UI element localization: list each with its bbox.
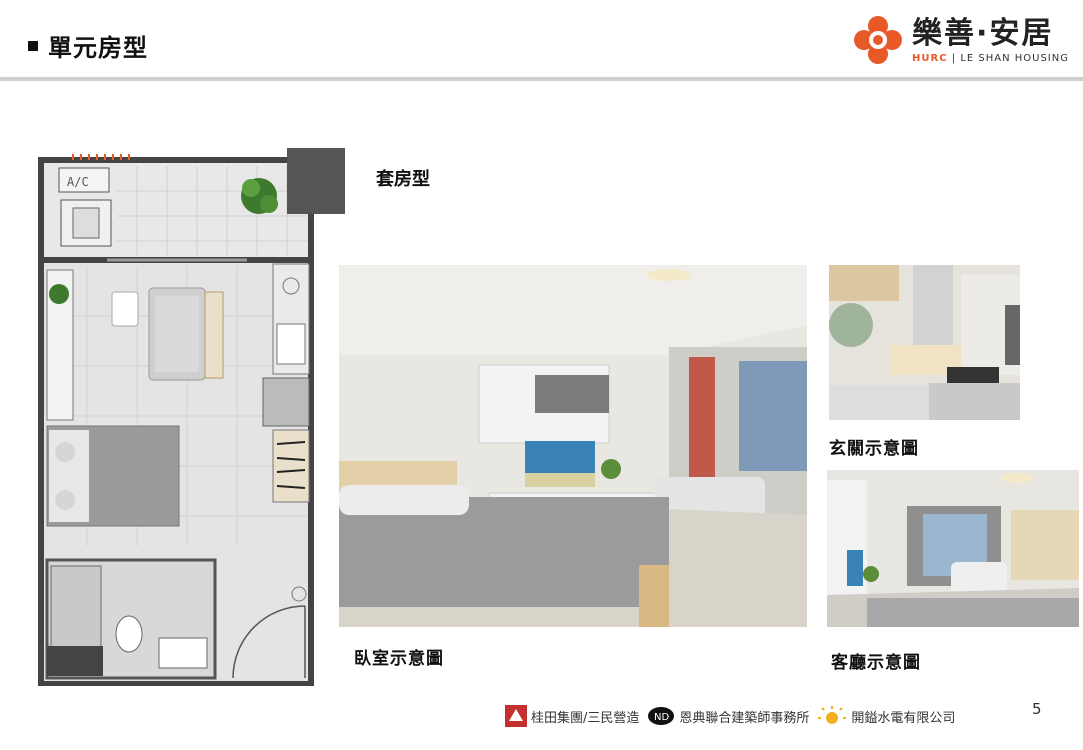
sun-logo-icon: [818, 706, 847, 724]
header-divider: [0, 77, 1083, 81]
credit-3: 開鎰水電有限公司: [817, 705, 955, 727]
logo-brand: HURC: [912, 52, 948, 64]
living-render-image: [827, 470, 1079, 627]
logo-english-text: HURC | LE SHAN HOUSING: [912, 53, 1069, 64]
bullet-square-icon: [28, 40, 38, 51]
entrance-render-image: [829, 265, 1020, 420]
svg-text:ND: ND: [654, 712, 669, 723]
bedroom-render-image: [339, 265, 807, 627]
floor-plan-image: A/C: [38, 148, 345, 686]
credit-3-text: 開鎰水電有限公司: [851, 710, 956, 726]
unit-type-title: 套房型: [376, 169, 430, 190]
credit-1: 桂田集團/三民營造: [505, 705, 639, 727]
logo-tagline: | LE SHAN HOUSING: [951, 52, 1069, 64]
footer-credits: 桂田集團/三民營造 ND 恩典聯合建築師事務所 開鎰水電有限公司: [505, 705, 963, 727]
page-title: 單元房型: [48, 34, 148, 62]
living-caption: 客廳示意圖: [831, 653, 921, 673]
logo-chinese-text: 樂善·安居: [912, 15, 1054, 51]
hurc-logo-icon: [854, 16, 903, 64]
guitian-logo-icon: [505, 705, 527, 727]
credit-1-text: 桂田集團/三民營造: [531, 710, 640, 726]
title-block: 單元房型: [28, 28, 148, 63]
bedroom-caption: 臥室示意圖: [354, 649, 444, 669]
logo: 樂善·安居 HURC | LE SHAN HOUSING: [852, 14, 1069, 66]
ac-label: A/C: [67, 175, 89, 189]
credit-2-text: 恩典聯合建築師事務所: [679, 710, 810, 726]
credit-2: ND 恩典聯合建築師事務所: [647, 706, 809, 726]
grace-architects-logo-icon: ND: [648, 707, 675, 725]
slide-header: 單元房型 樂善·安居 HURC | LE SHAN HOUSING: [0, 0, 1083, 81]
page-number: 5: [1032, 700, 1042, 718]
entrance-caption: 玄關示意圖: [829, 439, 919, 459]
